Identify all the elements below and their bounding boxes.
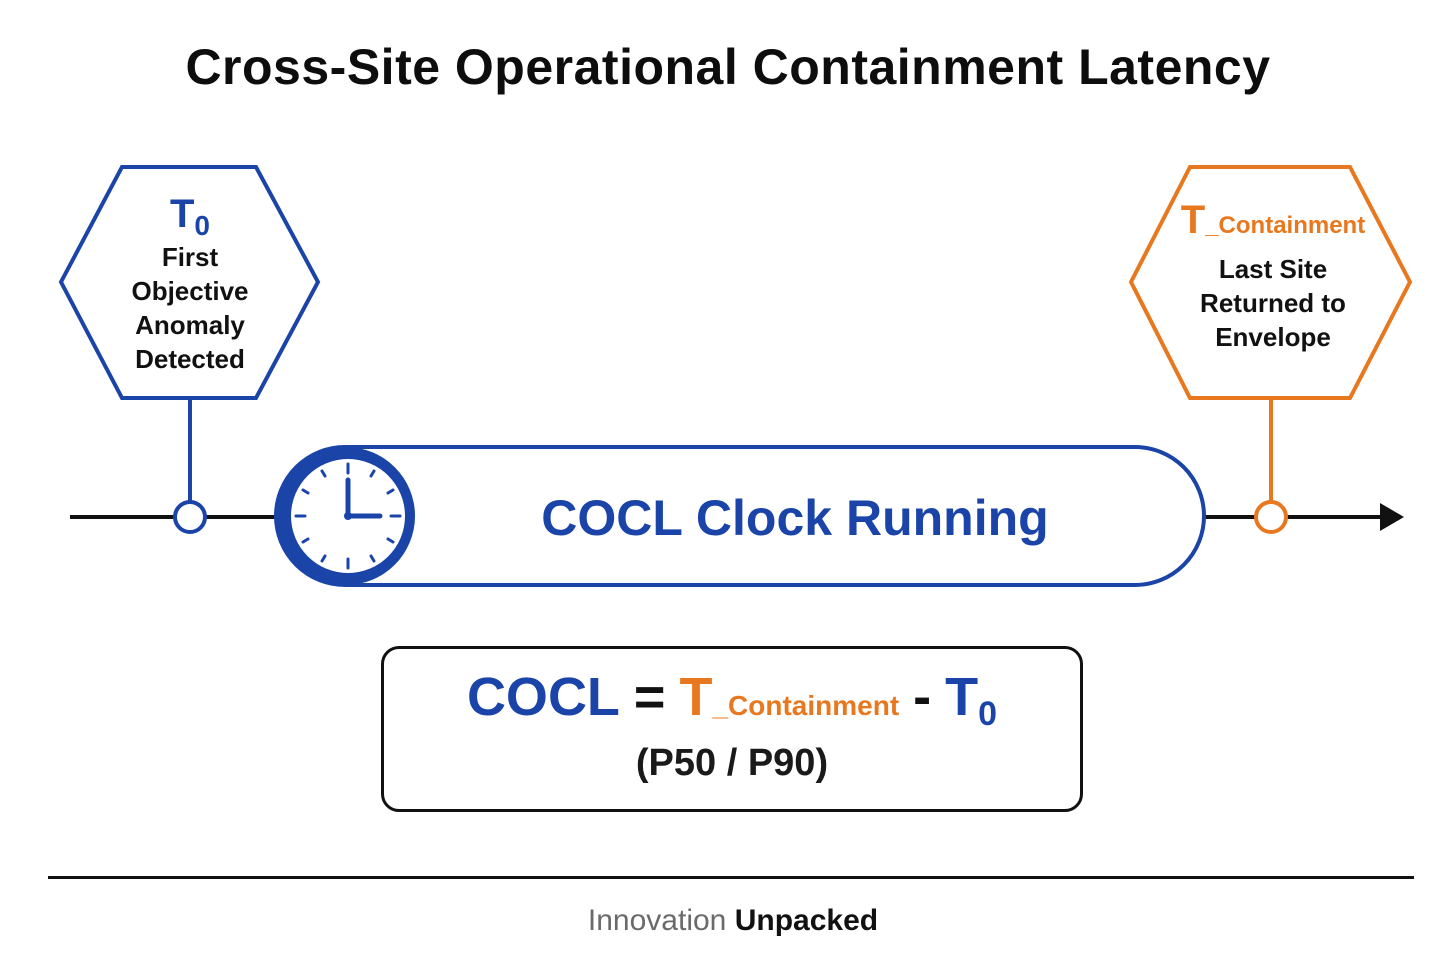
clock-icon: [277, 447, 415, 585]
start-event-symbol: T0: [169, 192, 210, 241]
timeline-arrowhead: [1380, 503, 1404, 531]
end-event-symbol: T_Containment: [1180, 198, 1366, 242]
formula-lhs: COCL: [466, 667, 620, 727]
brand-light: Innovation: [587, 904, 727, 937]
start-event-line-2: Objective: [131, 276, 249, 306]
end-event-hexagon: [1128, 165, 1413, 400]
end-event-marker: [1254, 500, 1288, 534]
end-event-line-1: Last Site: [1218, 254, 1328, 284]
formula-box: [381, 646, 1083, 812]
start-event-hexagon: [58, 165, 321, 400]
formula-term-t0: T0: [945, 667, 998, 733]
end-event-label: T_Containment Last Site Returned to Enve…: [1160, 198, 1386, 354]
start-event-line-4: Detected: [135, 344, 245, 374]
formula: COCL=T_Containment-T0: [381, 662, 1083, 741]
formula-term-containment: T_Containment: [679, 667, 900, 727]
start-event-marker: [173, 500, 207, 534]
formula-percentiles: (P50 / P90): [635, 742, 829, 784]
footer-divider: [48, 876, 1414, 879]
diagram-title: Cross-Site Operational Containment Laten…: [185, 39, 1271, 95]
start-event-line-3: Anomaly: [135, 310, 245, 340]
clock-running-pill: [274, 445, 1206, 587]
brand-bold: Unpacked: [734, 904, 879, 937]
footer-brand: Innovation Unpacked: [0, 904, 1456, 938]
start-event-label: T0 First Objective Anomaly Detected: [90, 192, 290, 376]
clock-running-label: COCL Clock Running: [541, 490, 1049, 546]
formula-minus: -: [913, 667, 932, 727]
formula-equals: =: [633, 667, 666, 727]
end-event-line-3: Envelope: [1215, 322, 1331, 352]
start-event-line-1: First: [161, 242, 219, 272]
end-event-line-2: Returned to: [1200, 288, 1346, 318]
